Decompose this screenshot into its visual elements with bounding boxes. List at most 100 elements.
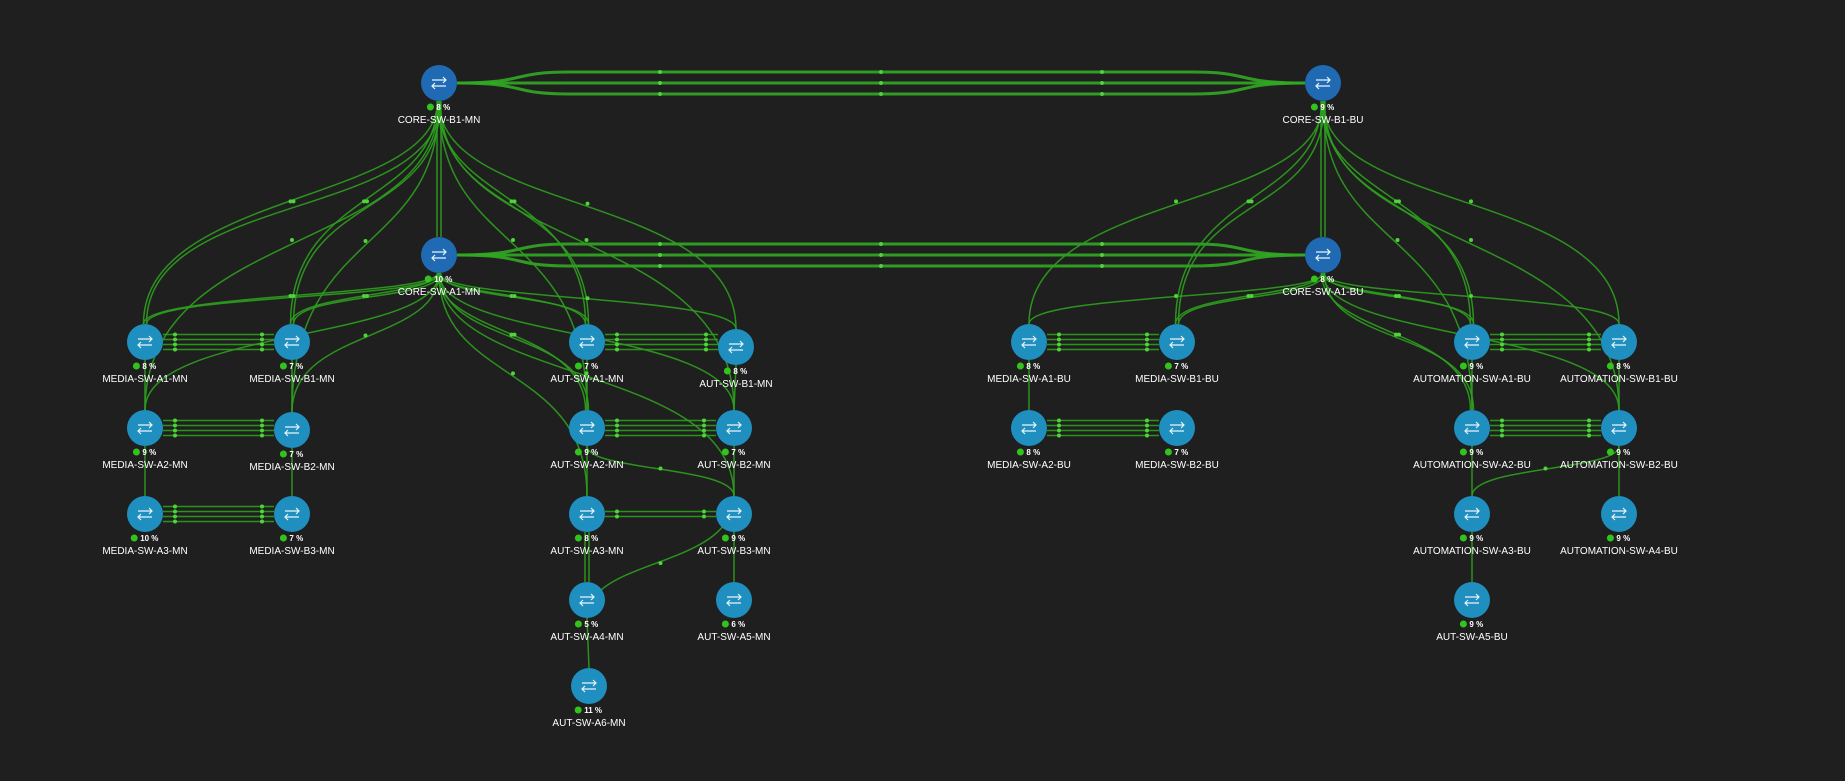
port-marker bbox=[509, 332, 514, 337]
status-indicator-icon bbox=[1606, 448, 1614, 456]
node-automation-sw-b2-bu[interactable]: 9 %AUTOMATION-SW-B2-BU bbox=[1560, 410, 1678, 471]
status-indicator-icon bbox=[1606, 362, 1614, 370]
node-media-sw-a1-mn[interactable]: 8 %MEDIA-SW-A1-MN bbox=[102, 324, 188, 385]
node-media-sw-a2-bu[interactable]: 8 %MEDIA-SW-A2-BU bbox=[987, 410, 1071, 471]
node-aut-sw-b2-mn[interactable]: 7 %AUT-SW-B2-MN bbox=[697, 410, 771, 471]
port-marker bbox=[1394, 293, 1398, 298]
link-core-sw-b1-bu-automation-sw-b1-bu[interactable] bbox=[1322, 100, 1620, 325]
node-core-sw-a1-bu[interactable]: 8 % CORE-SW-A1-BU bbox=[1283, 237, 1364, 298]
utilization-value: 7 % bbox=[289, 534, 303, 543]
port-marker bbox=[173, 504, 177, 509]
port-marker bbox=[365, 199, 369, 204]
port-marker bbox=[1057, 337, 1061, 342]
port-marker bbox=[1145, 332, 1149, 337]
node-media-sw-b3-mn[interactable]: 7 %MEDIA-SW-B3-MN bbox=[249, 496, 335, 557]
switch-arrows-icon bbox=[728, 340, 744, 354]
port-marker bbox=[1057, 332, 1061, 337]
node-label: AUT-SW-B3-MN bbox=[697, 546, 770, 557]
node-automation-sw-a3-bu[interactable]: 9 %AUTOMATION-SW-A3-BU bbox=[1413, 496, 1531, 557]
node-automation-sw-b1-bu[interactable]: 8 %AUTOMATION-SW-B1-BU bbox=[1560, 324, 1678, 385]
port-marker bbox=[1174, 293, 1178, 298]
node-aut-sw-a3-mn[interactable]: 8 %AUT-SW-A3-MN bbox=[550, 496, 624, 557]
port-marker bbox=[1057, 342, 1061, 347]
node-media-sw-a3-mn[interactable]: 10 %MEDIA-SW-A3-MN bbox=[102, 496, 188, 557]
port-marker bbox=[702, 423, 706, 428]
switch-node-disc bbox=[1601, 324, 1637, 360]
node-aut-sw-a6-mn[interactable]: 11 %AUT-SW-A6-MN bbox=[552, 668, 626, 729]
switch-arrows-icon bbox=[284, 335, 300, 349]
node-label: AUT-SW-A3-MN bbox=[550, 546, 623, 557]
node-label: MEDIA-SW-A2-BU bbox=[987, 460, 1071, 471]
node-aut-sw-a1-mn[interactable]: 7 %AUT-SW-A1-MN bbox=[550, 324, 624, 385]
node-media-sw-b1-mn[interactable]: 7 %MEDIA-SW-B1-MN bbox=[249, 324, 335, 385]
port-marker bbox=[1587, 418, 1591, 423]
port-marker bbox=[173, 433, 177, 438]
link-core-sw-b1-mn-media-sw-a1-mn[interactable] bbox=[145, 100, 442, 325]
port-marker bbox=[1469, 293, 1473, 298]
node-label: AUTOMATION-SW-B1-BU bbox=[1560, 374, 1678, 385]
node-core-sw-b1-bu[interactable]: 9 %CORE-SW-B1-BU bbox=[1283, 65, 1364, 126]
status-indicator-icon bbox=[574, 448, 582, 456]
node-automation-sw-a1-bu[interactable]: 9 %AUTOMATION-SW-A1-BU bbox=[1413, 324, 1531, 385]
node-aut-sw-a2-mn[interactable]: 9 %AUT-SW-A2-MN bbox=[550, 410, 624, 471]
link-core-sw-a1-mn-aut-sw-b3-mn[interactable] bbox=[438, 272, 735, 497]
switch-node-disc bbox=[274, 324, 310, 360]
node-label: CORE-SW-A1-BU bbox=[1283, 287, 1364, 298]
node-label: AUT-SW-A4-MN bbox=[550, 632, 623, 643]
switch-node-disc bbox=[569, 410, 605, 446]
node-aut-sw-a4-mn[interactable]: 5 %AUT-SW-A4-MN bbox=[550, 582, 624, 643]
port-marker bbox=[1145, 418, 1149, 423]
port-marker bbox=[260, 428, 264, 433]
utilization-value: 9 % bbox=[1616, 534, 1630, 543]
port-marker bbox=[1500, 342, 1504, 347]
node-label: CORE-SW-B1-MN bbox=[398, 115, 481, 126]
status-indicator-icon bbox=[279, 362, 287, 370]
switch-arrows-icon bbox=[1315, 76, 1331, 90]
node-aut-sw-b3-mn[interactable]: 9 %AUT-SW-B3-MN bbox=[697, 496, 771, 557]
link-core-sw-b1-mn-media-sw-b1-mn[interactable] bbox=[292, 100, 442, 325]
link-core-sw-b1-bu-media-sw-a1-bu[interactable] bbox=[1028, 100, 1324, 325]
switch-arrows-icon bbox=[137, 335, 153, 349]
node-aut-sw-a5-bu[interactable]: 9 %AUT-SW-A5-BU bbox=[1436, 582, 1508, 643]
link-core-sw-b1-bu-media-sw-b1-bu[interactable] bbox=[1177, 100, 1326, 325]
utilization-value: 6 % bbox=[731, 620, 745, 629]
link-core-sw-b1-mn-aut-sw-b1-mn[interactable] bbox=[438, 100, 737, 330]
switch-arrows-icon bbox=[726, 593, 742, 607]
switch-arrows-icon bbox=[431, 76, 447, 90]
link-core-sw-b1-mn-aut-sw-b2-mn[interactable] bbox=[438, 100, 735, 411]
node-media-sw-a2-mn[interactable]: 9 %MEDIA-SW-A2-MN bbox=[102, 410, 188, 471]
port-marker bbox=[1100, 264, 1104, 268]
port-marker bbox=[879, 253, 883, 257]
node-automation-sw-a2-bu[interactable]: 9 %AUTOMATION-SW-A2-BU bbox=[1413, 410, 1531, 471]
node-automation-sw-a4-bu[interactable]: 9 %AUTOMATION-SW-A4-BU bbox=[1560, 496, 1678, 557]
port-marker bbox=[173, 428, 177, 433]
port-marker bbox=[702, 433, 706, 438]
switch-node-disc bbox=[716, 496, 752, 532]
node-media-sw-b1-bu[interactable]: 7 %MEDIA-SW-B1-BU bbox=[1135, 324, 1219, 385]
node-media-sw-b2-bu[interactable]: 7 %MEDIA-SW-B2-BU bbox=[1135, 410, 1219, 471]
node-core-sw-a1-mn[interactable]: 10 %CORE-SW-A1-MN bbox=[398, 237, 481, 298]
link-core-sw-a1-mn-aut-sw-a2-mn[interactable] bbox=[439, 272, 590, 411]
port-marker bbox=[260, 337, 264, 342]
status-indicator-icon bbox=[1016, 448, 1024, 456]
node-media-sw-a1-bu[interactable]: 8 %MEDIA-SW-A1-BU bbox=[987, 324, 1071, 385]
switch-node-disc bbox=[1454, 324, 1490, 360]
node-aut-sw-b1-mn[interactable]: 8 %AUT-SW-B1-MN bbox=[699, 329, 773, 390]
switch-node-disc bbox=[1454, 582, 1490, 618]
node-media-sw-b2-mn[interactable]: 7 %MEDIA-SW-B2-MN bbox=[249, 412, 335, 473]
port-marker bbox=[658, 92, 662, 96]
port-marker bbox=[260, 423, 264, 428]
node-core-sw-b1-mn[interactable]: 8 %CORE-SW-B1-MN bbox=[398, 65, 481, 126]
status-indicator-icon bbox=[1459, 534, 1467, 542]
node-label: AUTOMATION-SW-A3-BU bbox=[1413, 546, 1531, 557]
utilization-value: 10 % bbox=[140, 534, 158, 543]
node-aut-sw-a5-mn[interactable]: 6 %AUT-SW-A5-MN bbox=[697, 582, 771, 643]
link-core-sw-a1-bu-automation-sw-a2-bu[interactable] bbox=[1323, 272, 1475, 411]
utilization-value: 8 % bbox=[1320, 275, 1334, 284]
port-marker bbox=[173, 509, 177, 514]
port-marker bbox=[615, 342, 619, 347]
port-marker bbox=[702, 514, 706, 519]
port-marker bbox=[260, 332, 264, 337]
link-aut-sw-a4-mn-aut-sw-a6-mn[interactable] bbox=[586, 617, 590, 669]
